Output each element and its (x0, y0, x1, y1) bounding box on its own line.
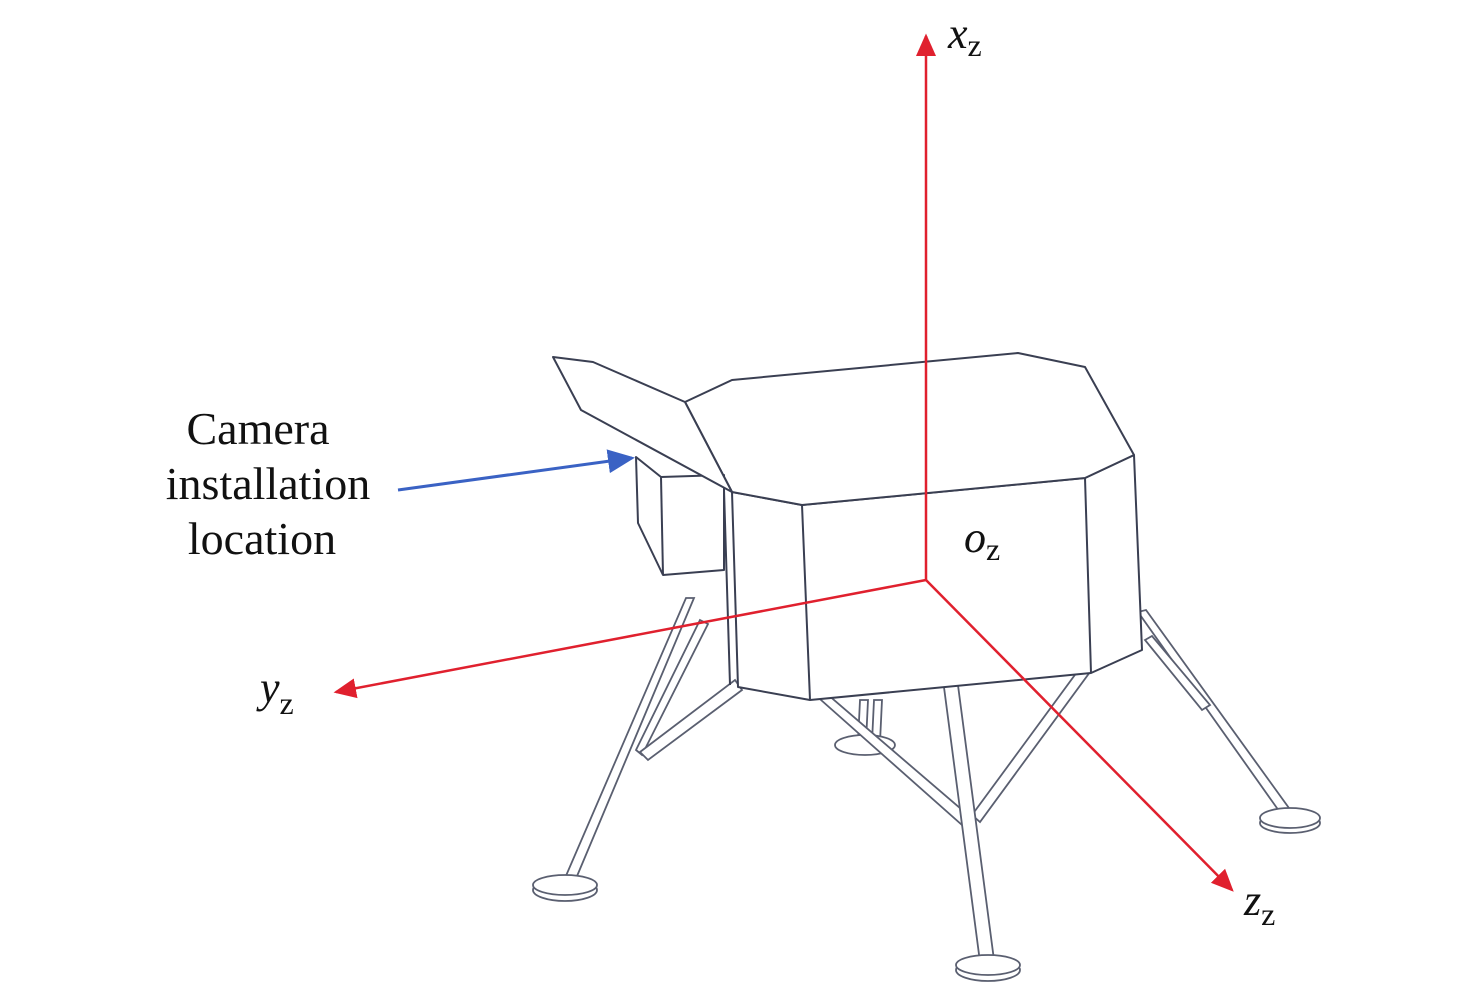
left-leg (532, 597, 744, 902)
y-axis (333, 578, 927, 699)
y-axis-label: yz (256, 663, 294, 721)
origin-label: oz (964, 513, 1000, 567)
landing-legs (532, 597, 1321, 982)
camera-box (635, 456, 725, 576)
annotation-line-2: installation (166, 458, 370, 509)
front-leg (810, 666, 1092, 982)
x-axis-label: xz (947, 9, 982, 63)
annotation-line-1: Camera (186, 403, 329, 454)
coordinate-axes (333, 33, 1234, 892)
solar-flap (552, 356, 733, 493)
annotation-line-3: location (188, 513, 336, 564)
lander-body (552, 352, 1143, 701)
z-axis (925, 579, 1234, 892)
camera-annotation: Camera installation location (166, 403, 635, 564)
annotation-arrow (397, 449, 635, 492)
right-leg (1136, 608, 1321, 834)
z-axis-label: zz (1243, 876, 1275, 932)
